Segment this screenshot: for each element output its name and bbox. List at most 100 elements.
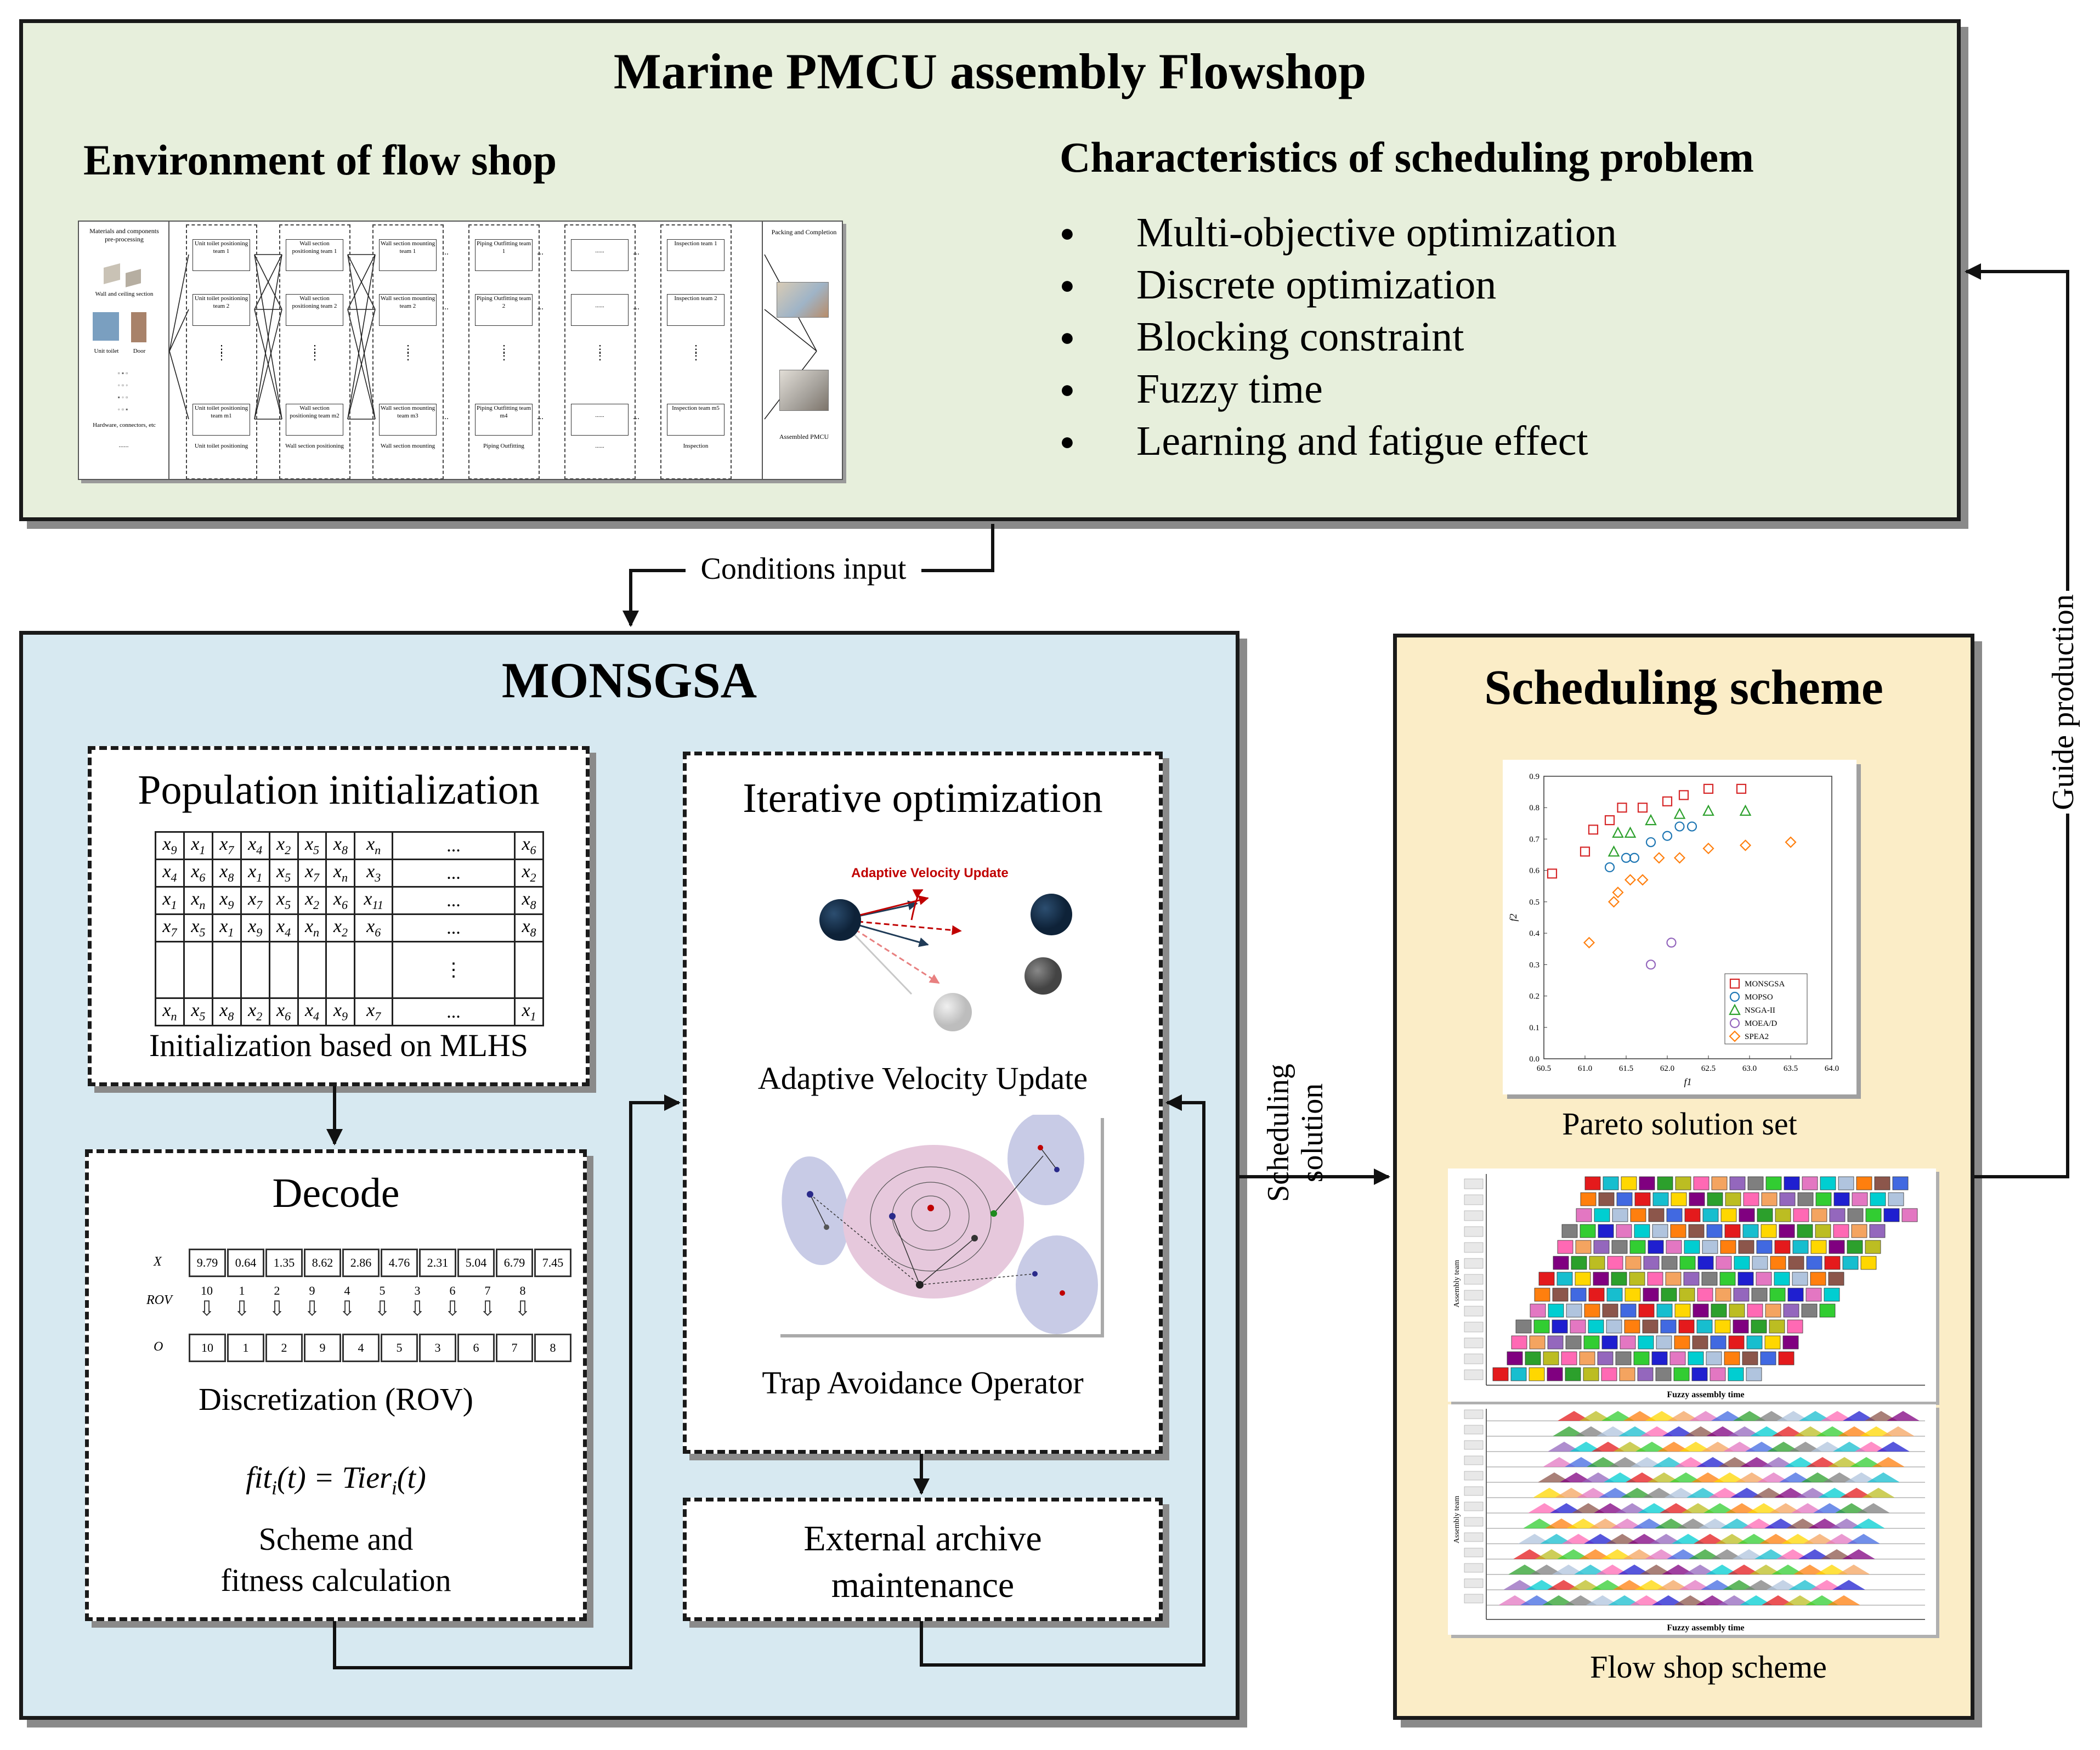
fuzzy-band bbox=[1533, 1488, 1566, 1498]
stage-connection-svg: ......... ......... ......... bbox=[169, 247, 817, 421]
y-tick-label: 0.0 bbox=[1529, 1055, 1539, 1064]
gantt-bar bbox=[1792, 1272, 1808, 1286]
data-point bbox=[1736, 783, 1747, 794]
gantt-bar bbox=[1538, 1272, 1555, 1286]
matrix-cell: x6 bbox=[268, 997, 299, 1026]
fuzzy-band bbox=[1655, 1518, 1688, 1528]
fuzzy-band bbox=[1828, 1457, 1861, 1467]
gantt-bar bbox=[1769, 1319, 1785, 1334]
gantt-bar bbox=[1701, 1272, 1718, 1286]
gantt-bar bbox=[1529, 1367, 1545, 1381]
fuzzy-band bbox=[1503, 1580, 1536, 1590]
data-point bbox=[1637, 803, 1648, 813]
iterative-optimization-box: Iterative optimization Adaptive Velocity… bbox=[683, 752, 1163, 1454]
fuzzy-band bbox=[1689, 1411, 1722, 1421]
fuzzy-band bbox=[1723, 1442, 1756, 1452]
gantt-bar bbox=[1606, 1288, 1623, 1302]
particle-dark bbox=[819, 899, 861, 941]
gantt-bar bbox=[1553, 1256, 1569, 1270]
x-cell: 0.64 bbox=[227, 1249, 264, 1277]
matrix-cell: x5 bbox=[297, 831, 327, 860]
characteristic-item: Learning and fatigue effect bbox=[1060, 415, 1882, 467]
gantt-row-label bbox=[1464, 1486, 1484, 1496]
matrix-cell: x1 bbox=[183, 831, 213, 860]
fuzzy-band bbox=[1618, 1426, 1651, 1436]
matrix-subscript: 9 bbox=[171, 843, 177, 857]
fuzzy-band bbox=[1865, 1411, 1898, 1421]
gantt-bar bbox=[1751, 1288, 1768, 1302]
gantt-bar bbox=[1847, 1208, 1864, 1222]
rov-value: 5 bbox=[379, 1284, 386, 1297]
fuzzy-band bbox=[1652, 1595, 1685, 1605]
fuzzy-band bbox=[1635, 1580, 1668, 1590]
fuzzy-band bbox=[1747, 1503, 1780, 1513]
rov-item: 3⇩ bbox=[400, 1284, 435, 1328]
scheduling-solution-label: Scheduling solution bbox=[1261, 1051, 1329, 1215]
gantt-bar bbox=[1746, 1367, 1762, 1381]
gantt-bar bbox=[1511, 1335, 1527, 1350]
gantt-bar bbox=[1669, 1351, 1686, 1365]
fuzzy-band bbox=[1794, 1426, 1827, 1436]
rov-value: 9 bbox=[309, 1284, 315, 1297]
data-point bbox=[1678, 790, 1689, 800]
formula-part: fit bbox=[246, 1461, 271, 1495]
fuzzy-band bbox=[1674, 1457, 1707, 1467]
vertical-dots: ⋮⋮ bbox=[403, 343, 414, 362]
matrix-subscript: 2 bbox=[285, 843, 291, 857]
fuzzy-band bbox=[1631, 1457, 1663, 1467]
fuzzy-band bbox=[1823, 1472, 1856, 1482]
matrix-cell: x2 bbox=[240, 997, 270, 1026]
materials-label: Materials and components pre-processing bbox=[89, 227, 159, 243]
gantt-row-label bbox=[1464, 1178, 1484, 1189]
data-point bbox=[1607, 845, 1620, 857]
vertical-dots: ⋮⋮ bbox=[216, 343, 227, 362]
data-point bbox=[1785, 836, 1797, 848]
y-tick-label: 0.8 bbox=[1529, 804, 1539, 812]
gantt-bar bbox=[1870, 1192, 1886, 1206]
legend-marker bbox=[1729, 978, 1740, 989]
fuzzy-band bbox=[1640, 1565, 1673, 1574]
gantt-bar bbox=[1588, 1319, 1604, 1334]
matrix-cell: xn bbox=[325, 859, 356, 888]
fuzzy-band bbox=[1772, 1426, 1805, 1436]
fuzzy-band bbox=[1827, 1595, 1860, 1605]
fuzzy-band bbox=[1623, 1411, 1656, 1421]
archive-line2: maintenance bbox=[831, 1565, 1015, 1605]
fuzzy-band bbox=[1565, 1457, 1598, 1467]
fuzzy-band bbox=[1543, 1457, 1576, 1467]
gantt-bar bbox=[1710, 1335, 1727, 1350]
matrix-cell bbox=[211, 941, 242, 999]
data-point bbox=[1580, 846, 1590, 857]
fuzzy-band bbox=[1762, 1457, 1795, 1467]
fuzzy-band bbox=[1538, 1472, 1571, 1482]
gantt-bar bbox=[1838, 1176, 1854, 1190]
gantt-bar bbox=[1580, 1224, 1596, 1238]
fuzzy-band bbox=[1723, 1580, 1756, 1590]
gantt-bar bbox=[1570, 1288, 1587, 1302]
gantt-bar bbox=[1787, 1288, 1804, 1302]
fuzzy-band bbox=[1684, 1426, 1717, 1436]
gantt-bar bbox=[1689, 1192, 1705, 1206]
fuzzy-band bbox=[1813, 1503, 1846, 1513]
gantt-bar bbox=[1583, 1335, 1600, 1350]
fuzzy-band bbox=[1835, 1503, 1868, 1513]
matrix-cell: ... bbox=[391, 997, 516, 1026]
fuzzy-band bbox=[1540, 1534, 1573, 1544]
data-point bbox=[1547, 868, 1558, 879]
fuzzy-band bbox=[1703, 1503, 1736, 1513]
gantt-bar bbox=[1601, 1335, 1618, 1350]
x-cell: 8.62 bbox=[304, 1249, 341, 1277]
x-tick-label: 63.5 bbox=[1784, 1064, 1798, 1073]
data-point bbox=[1673, 852, 1686, 864]
fuzzy-band bbox=[1613, 1580, 1646, 1590]
matrix-subscript: 9 bbox=[256, 925, 263, 939]
data-point bbox=[1645, 959, 1656, 970]
velocity-header: Adaptive Velocity Update bbox=[851, 866, 1009, 880]
fuzzy-band bbox=[1621, 1488, 1654, 1498]
legend-label: MOEA/D bbox=[1745, 1019, 1777, 1028]
fuzzy-band bbox=[1650, 1534, 1683, 1544]
x-tick-label: 64.0 bbox=[1825, 1064, 1839, 1073]
gantt-bar bbox=[1634, 1192, 1651, 1206]
